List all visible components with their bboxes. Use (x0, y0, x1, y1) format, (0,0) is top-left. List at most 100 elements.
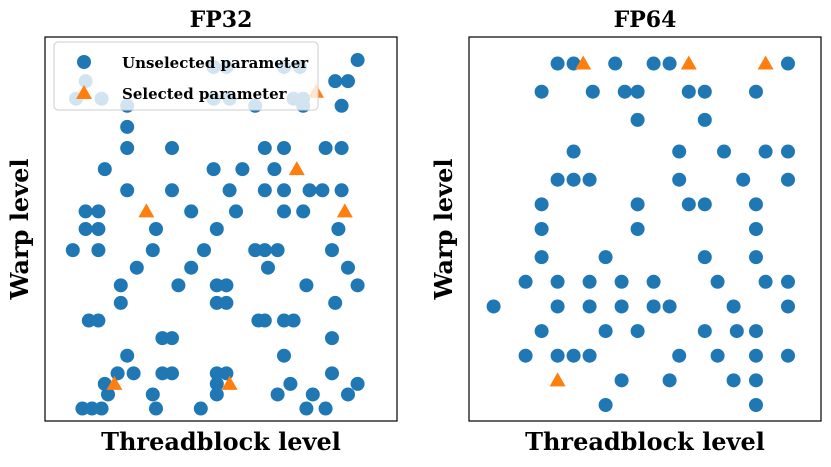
fp64-unselected-point-57 (697, 324, 712, 339)
fp32-unselected-point-37 (277, 204, 291, 219)
fp32-unselected-point-27 (235, 162, 250, 177)
fp32-selected-point-3 (336, 203, 353, 218)
fp32-unselected-point-75 (286, 313, 301, 328)
fp64-unselected-point-58 (729, 324, 744, 339)
fp32-unselected-point-78 (325, 331, 339, 346)
fp32-unselected-point-17 (334, 98, 349, 113)
fp64-unselected-point-41 (614, 274, 629, 289)
fp64-unselected-point-32 (630, 222, 645, 236)
fp32-unselected-point-21 (257, 141, 272, 156)
fp64-unselected-point-72 (598, 398, 613, 412)
fp32-unselected-point-28 (267, 162, 282, 177)
fp64-unselected-point-71 (749, 373, 763, 388)
fp64-unselected-point-0 (550, 56, 565, 71)
fp64-unselected-point-22 (582, 172, 597, 187)
fp64-unselected-point-23 (672, 172, 687, 187)
fp32-unselected-point-92 (101, 387, 115, 402)
fp64-unselected-point-65 (710, 348, 725, 363)
fp32-unselected-point-63 (219, 278, 234, 293)
fp64-unselected-point-69 (662, 373, 677, 388)
fp64-unselected-point-67 (781, 348, 795, 363)
fp64-unselected-point-52 (726, 299, 741, 314)
fp32-unselected-point-55 (325, 243, 339, 258)
fp64-unselected-point-13 (630, 112, 645, 127)
fp64-unselected-point-19 (781, 144, 795, 159)
fp64-unselected-point-31 (534, 222, 549, 236)
fp32-title: FP32 (190, 7, 253, 33)
fp64-unselected-point-39 (550, 274, 565, 289)
fp64-marks (486, 55, 795, 412)
fp32-unselected-point-67 (209, 295, 224, 310)
fp64-unselected-point-43 (710, 274, 725, 289)
fp32-unselected-point-43 (78, 222, 93, 236)
fp64-unselected-point-49 (614, 299, 629, 314)
fp32-unselected-point-84 (165, 366, 179, 381)
legend-selected-marker (76, 85, 92, 99)
fp32-selected-point-5 (221, 375, 238, 390)
fp64-unselected-point-33 (749, 222, 763, 236)
fp64-unselected-point-53 (781, 299, 795, 314)
fp32-unselected-point-68 (219, 295, 234, 310)
fp32-unselected-point-93 (145, 387, 160, 402)
fp64-selected-point-0 (575, 55, 592, 70)
fp32-unselected-point-90 (283, 376, 298, 391)
fp64-unselected-point-15 (566, 144, 581, 159)
fp32-unselected-point-102 (193, 401, 208, 416)
fp32-unselected-point-83 (155, 366, 170, 381)
fp64-unselected-point-64 (672, 348, 687, 363)
fp64-unselected-point-56 (630, 324, 645, 339)
fp64-unselected-point-10 (681, 84, 696, 99)
fp64-unselected-point-30 (749, 197, 763, 212)
fp64-title: FP64 (614, 7, 677, 33)
fp64-y-axis-label: Warp level (429, 159, 458, 301)
fp64-unselected-point-68 (614, 373, 629, 388)
fp64-unselected-point-37 (749, 250, 763, 265)
fp32-unselected-point-103 (299, 401, 314, 416)
fp64-unselected-point-54 (534, 324, 549, 339)
fp32-unselected-point-100 (94, 401, 109, 416)
fp32-unselected-point-44 (91, 222, 106, 236)
fp64-unselected-point-24 (736, 172, 751, 187)
fp32-unselected-point-94 (209, 387, 224, 402)
fp64-unselected-point-46 (486, 299, 501, 314)
fp64-unselected-point-7 (585, 84, 600, 99)
fp32-unselected-point-18 (120, 119, 135, 134)
fp32-unselected-point-48 (65, 243, 80, 258)
fp32-unselected-point-87 (325, 366, 339, 381)
fp32-unselected-point-32 (257, 183, 272, 198)
fp32-unselected-point-50 (145, 243, 160, 258)
fp64-unselected-point-63 (582, 348, 597, 363)
fp64-unselected-point-9 (630, 84, 645, 99)
fp64-unselected-point-27 (630, 197, 645, 212)
fp64-unselected-point-50 (646, 299, 661, 314)
fp32-unselected-point-33 (277, 183, 291, 198)
fp32-unselected-point-22 (277, 141, 291, 156)
fp64-unselected-point-25 (781, 172, 795, 187)
fp32-unselected-point-45 (149, 222, 163, 236)
fp64-selected-point-3 (549, 372, 566, 387)
fp32-unselected-point-24 (334, 141, 349, 156)
fp32-unselected-point-70 (81, 313, 96, 328)
fp32-unselected-point-104 (318, 401, 333, 416)
fp32-unselected-point-41 (229, 204, 243, 219)
fp64-unselected-point-44 (758, 274, 773, 289)
fp64-unselected-point-36 (697, 250, 712, 265)
fp64-selected-point-2 (757, 55, 774, 70)
legend-box (53, 41, 319, 111)
fp32-selected-point-1 (288, 161, 305, 176)
fp64-unselected-point-48 (582, 299, 597, 314)
fp32-unselected-point-79 (120, 348, 135, 363)
fp32-unselected-point-4 (350, 53, 365, 68)
fp64-unselected-point-16 (672, 144, 687, 159)
fp32-unselected-point-39 (91, 204, 106, 219)
fp64-unselected-point-45 (781, 274, 795, 289)
fp32-unselected-point-64 (299, 278, 314, 293)
fp32-unselected-point-34 (302, 183, 317, 198)
fp32-unselected-point-19 (120, 141, 135, 156)
fp32-x-axis-label: Threadblock level (101, 427, 341, 456)
fp32-unselected-point-96 (305, 387, 320, 402)
fp32-unselected-point-53 (257, 243, 272, 258)
fp32-unselected-point-77 (165, 331, 179, 346)
fp32-unselected-point-85 (209, 366, 224, 381)
fp32-unselected-point-82 (126, 366, 141, 381)
